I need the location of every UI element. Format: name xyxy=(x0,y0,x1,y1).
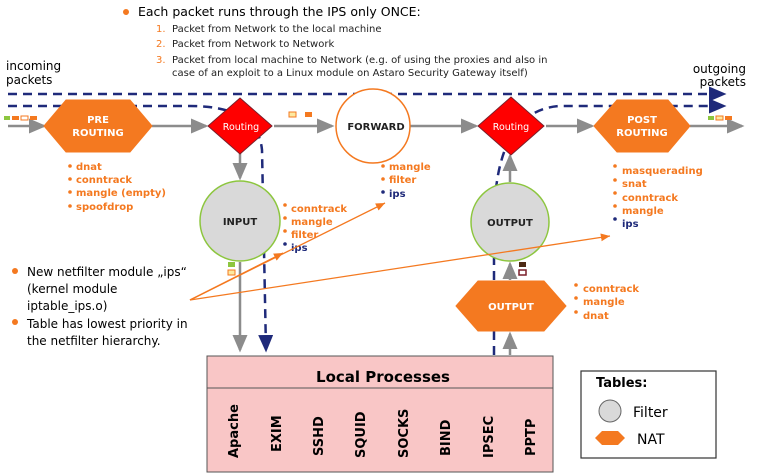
input-tables: conntrack mangle filter ips xyxy=(283,203,347,254)
postrouting-tables: masquerading snat conntrack mangle ips xyxy=(613,164,703,230)
postrouting-label-1: POST xyxy=(627,115,657,126)
routing-left-label: Routing xyxy=(223,122,259,133)
forward-tables: mangle filter ips xyxy=(381,162,431,200)
intro-block: Each packet runs through the IPS only ON… xyxy=(123,4,547,79)
note-1-line-3: iptable_ips.o) xyxy=(27,299,107,313)
prerouting-node: PRE ROUTING xyxy=(43,99,153,153)
intro-item-3: Packet from local machine to Network (e.… xyxy=(172,55,547,66)
process-squid: SQUID xyxy=(354,411,369,458)
svg-text:ips: ips xyxy=(622,219,639,230)
process-ipsec: IPSEC xyxy=(482,416,497,458)
process-exim: EXIM xyxy=(270,415,285,452)
outgoing-label-2: packets xyxy=(700,75,746,89)
prerouting-label-1: PRE xyxy=(87,115,109,126)
flow-arrows xyxy=(8,118,745,355)
svg-text:conntrack: conntrack xyxy=(622,193,678,204)
output-nat-label: OUTPUT xyxy=(488,302,534,313)
process-bind: BIND xyxy=(439,419,454,456)
notes: New netfilter module „ips“ (kernel modul… xyxy=(12,265,188,348)
process-pptp: PPTP xyxy=(524,419,539,456)
prerouting-label-2: ROUTING xyxy=(72,128,123,139)
intro-bullet xyxy=(123,9,129,15)
output-filter-label: OUTPUT xyxy=(487,218,533,229)
svg-text:conntrack: conntrack xyxy=(76,175,132,186)
intro-number-3: 3. xyxy=(156,55,166,66)
incoming-label-1: incoming xyxy=(6,59,61,73)
legend-nat-label: NAT xyxy=(637,432,665,448)
note-2-line-2: the netfilter hierarchy. xyxy=(27,334,161,348)
output-nat-tables: conntrack mangle dnat xyxy=(574,283,639,322)
callout-arrows xyxy=(189,202,611,301)
note-1-line-2: (kernel module xyxy=(27,282,117,296)
postrouting-node: POST ROUTING xyxy=(593,99,691,153)
note-1-line-1: New netfilter module „ips“ xyxy=(27,265,187,279)
svg-text:mangle: mangle xyxy=(622,206,664,217)
legend-title: Tables: xyxy=(596,376,647,391)
intro-item-1: Packet from Network to the local machine xyxy=(172,24,382,35)
svg-text:filter: filter xyxy=(291,230,318,241)
intro-item-2: Packet from Network to Network xyxy=(172,39,334,50)
packet-markers xyxy=(4,111,732,276)
svg-text:dnat: dnat xyxy=(76,162,102,173)
intro-number-1: 1. xyxy=(156,24,166,35)
incoming-label-2: packets xyxy=(6,73,52,87)
routing-right-label: Routing xyxy=(493,122,529,133)
process-list: Apache EXIM SSHD SQUID SOCKS BIND IPSEC … xyxy=(227,404,539,458)
legend-filter-label: Filter xyxy=(633,405,668,421)
svg-text:ips: ips xyxy=(389,189,406,200)
prerouting-tables: dnat conntrack mangle (empty) spoofdrop xyxy=(68,162,166,213)
input-label: INPUT xyxy=(223,217,258,228)
input-node: INPUT xyxy=(199,180,281,262)
routing-right-node: Routing xyxy=(477,96,545,156)
forward-node: FORWARD xyxy=(335,88,411,164)
process-sshd: SSHD xyxy=(312,416,327,456)
svg-text:filter: filter xyxy=(389,175,416,186)
svg-text:spoofdrop: spoofdrop xyxy=(76,202,133,213)
postrouting-label-2: ROUTING xyxy=(616,128,667,139)
process-apache: Apache xyxy=(227,404,242,458)
svg-text:snat: snat xyxy=(622,179,647,190)
intro-number-2: 2. xyxy=(156,39,166,50)
process-socks: SOCKS xyxy=(397,409,412,458)
intro-item-3-cont: case of an exploit to a Linux module on … xyxy=(172,68,528,79)
outgoing-label-1: outgoing xyxy=(693,62,746,76)
output-filter-node: OUTPUT xyxy=(470,182,550,262)
local-processes-box: Local Processes Apache EXIM SSHD SQUID S… xyxy=(206,355,554,473)
ips-path-network-to-local xyxy=(8,104,274,353)
svg-text:mangle (empty): mangle (empty) xyxy=(76,188,166,199)
svg-text:conntrack: conntrack xyxy=(583,284,639,295)
svg-text:dnat: dnat xyxy=(583,311,609,322)
svg-text:mangle: mangle xyxy=(291,217,333,228)
note-2-line-1: Table has lowest priority in xyxy=(26,317,188,331)
svg-text:ips: ips xyxy=(291,243,308,254)
intro-headline: Each packet runs through the IPS only ON… xyxy=(138,4,421,19)
legend: Tables: Filter NAT xyxy=(580,370,717,459)
svg-text:mangle: mangle xyxy=(389,162,431,173)
svg-text:masquerading: masquerading xyxy=(622,166,703,177)
routing-left-node: Routing xyxy=(207,97,273,155)
svg-text:mangle: mangle xyxy=(583,297,625,308)
forward-label: FORWARD xyxy=(347,122,404,133)
legend-nat-swatch xyxy=(595,431,625,445)
local-processes-title: Local Processes xyxy=(316,368,450,386)
svg-text:conntrack: conntrack xyxy=(291,204,347,215)
output-nat-node: OUTPUT xyxy=(455,280,567,332)
legend-filter-swatch xyxy=(598,399,622,423)
